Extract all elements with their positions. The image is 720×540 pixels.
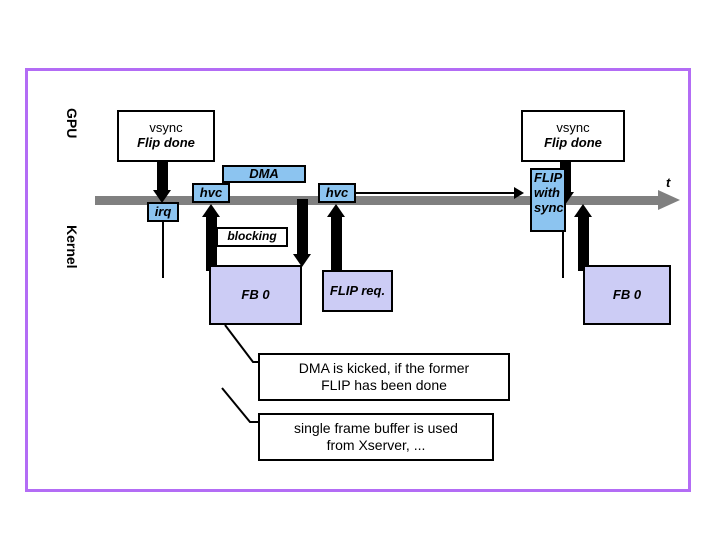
arrow-vsync-left-to-irq-stem bbox=[157, 162, 168, 192]
timeline-box-flip-with-sync: FLIP with sync bbox=[530, 168, 566, 232]
kernel-box-fb0-right: FB 0 bbox=[583, 265, 671, 325]
note-dma-line1: DMA is kicked, if the former bbox=[298, 359, 470, 376]
arrow-dma-down-head bbox=[293, 254, 311, 267]
timeline-box-dma: DMA bbox=[222, 165, 306, 183]
timeline-box-hvc-first: hvc bbox=[192, 183, 230, 203]
note-box-dma-kicked: DMA is kicked, if the former FLIP has be… bbox=[258, 353, 510, 401]
arrow-fb0-to-hvc1-head bbox=[202, 204, 220, 217]
arrow-flipreq-to-hvc2-stem bbox=[331, 215, 342, 273]
slide-frame bbox=[25, 68, 691, 492]
axis-label-gpu: GPU bbox=[64, 108, 80, 139]
timeline-box-hvc-second: hvc bbox=[318, 183, 356, 203]
time-axis-label: t bbox=[666, 175, 671, 190]
arrow-fb0-to-hvc1-stem bbox=[206, 215, 217, 271]
hvc2-to-flip-arrowhead bbox=[514, 187, 524, 199]
arrow-dma-down-stem bbox=[297, 199, 308, 257]
vsync-right-guide-line bbox=[562, 200, 564, 278]
time-axis-line bbox=[95, 196, 660, 205]
irq-guide-line bbox=[162, 222, 164, 278]
arrow-flipreq-to-hvc2-head bbox=[327, 204, 345, 217]
vsync-right-line1: vsync bbox=[556, 120, 590, 136]
hvc2-to-flip-connector bbox=[356, 192, 516, 194]
time-axis-arrowhead bbox=[658, 190, 680, 210]
axis-label-kernel: Kernel bbox=[64, 225, 80, 269]
note-dma-line2: FLIP has been done bbox=[321, 377, 447, 393]
timeline-box-irq: irq bbox=[147, 202, 179, 222]
gpu-event-vsync-flipdone-left: vsync Flip done bbox=[117, 110, 215, 162]
kernel-box-blocking: blocking bbox=[216, 227, 288, 247]
vsync-left-line2: Flip done bbox=[137, 135, 195, 150]
note-fb-line2: from Xserver, ... bbox=[326, 437, 426, 453]
vsync-right-line2: Flip done bbox=[544, 135, 602, 150]
note-box-single-framebuffer: single frame buffer is used from Xserver… bbox=[258, 413, 494, 461]
arrow-vsync-left-to-irq-head bbox=[153, 190, 171, 203]
kernel-box-flip-req: FLIP req. bbox=[322, 270, 393, 312]
note-fb-line1: single frame buffer is used bbox=[294, 419, 458, 436]
gpu-event-vsync-flipdone-right: vsync Flip done bbox=[521, 110, 625, 162]
flip-sync-line1: FLIP bbox=[534, 170, 563, 185]
arrow-fb0-right-up-stem bbox=[578, 215, 589, 271]
flip-sync-line2: with bbox=[534, 184, 560, 200]
arrow-fb0-right-up-head bbox=[574, 204, 592, 217]
flip-sync-line3: sync bbox=[534, 199, 564, 215]
vsync-left-line1: vsync bbox=[149, 120, 183, 136]
kernel-box-fb0-left: FB 0 bbox=[209, 265, 302, 325]
